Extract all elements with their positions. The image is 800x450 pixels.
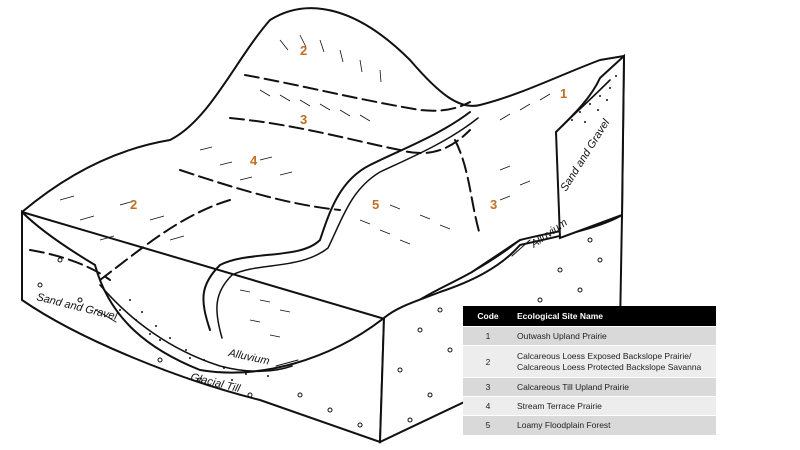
alluvium-arrow-right bbox=[511, 239, 531, 257]
zone-label-upper: 3 bbox=[300, 112, 307, 127]
alluvium-arrow-front bbox=[275, 359, 299, 367]
legend-row: 1 Outwash Upland Prairie bbox=[463, 326, 716, 346]
zone-label-floodplain: 5 bbox=[372, 197, 379, 212]
sand-gravel-boundary-left bbox=[99, 284, 293, 373]
legend-site-name: Stream Terrace Prairie bbox=[513, 396, 716, 416]
landscape-surface-outline bbox=[21, 7, 625, 323]
alluvium-label-front: Alluvium bbox=[226, 347, 270, 368]
legend-code: 5 bbox=[463, 415, 513, 435]
legend-code: 1 bbox=[463, 326, 513, 346]
zone-label-middle: 4 bbox=[250, 153, 258, 168]
zone-label-top: 2 bbox=[300, 43, 307, 58]
alluvium-strip-right bbox=[471, 239, 521, 273]
legend-site-name: Loamy Floodplain Forest bbox=[513, 415, 716, 435]
sand-gravel-pattern-right bbox=[571, 75, 617, 123]
zone-label-outwash: 1 bbox=[560, 86, 567, 101]
zone-label-left: 2 bbox=[130, 197, 137, 212]
legend-code: 2 bbox=[463, 345, 513, 378]
slope-hachures bbox=[59, 34, 551, 338]
legend-row: 3 Calcareous Till Upland Prairie bbox=[463, 377, 716, 397]
legend-table: Code Ecological Site Name 1 Outwash Upla… bbox=[463, 306, 716, 435]
legend-site-name: Calcareous Loess Exposed Backslope Prair… bbox=[513, 345, 716, 378]
legend-header-row: Code Ecological Site Name bbox=[463, 306, 716, 327]
legend-row: 4 Stream Terrace Prairie bbox=[463, 396, 716, 416]
legend-header-code: Code bbox=[463, 306, 513, 327]
sand-gravel-arrow-left bbox=[95, 309, 117, 323]
legend-code: 4 bbox=[463, 396, 513, 416]
legend-site-name: Outwash Upland Prairie bbox=[513, 326, 716, 346]
legend-row: 5 Loamy Floodplain Forest bbox=[463, 415, 716, 435]
site-boundaries bbox=[29, 74, 481, 281]
legend-row: 2 Calcareous Loess Exposed Backslope Pra… bbox=[463, 345, 716, 378]
legend-header-name: Ecological Site Name bbox=[513, 306, 716, 327]
stream-channel bbox=[202, 111, 471, 331]
legend-code: 3 bbox=[463, 377, 513, 397]
stream-channel-bank bbox=[216, 117, 479, 339]
front-left-face bbox=[21, 209, 386, 444]
legend-site-name: Calcareous Till Upland Prairie bbox=[513, 377, 716, 397]
sand-gravel-boundary-right bbox=[555, 79, 611, 133]
zone-label-right: 3 bbox=[490, 197, 497, 212]
